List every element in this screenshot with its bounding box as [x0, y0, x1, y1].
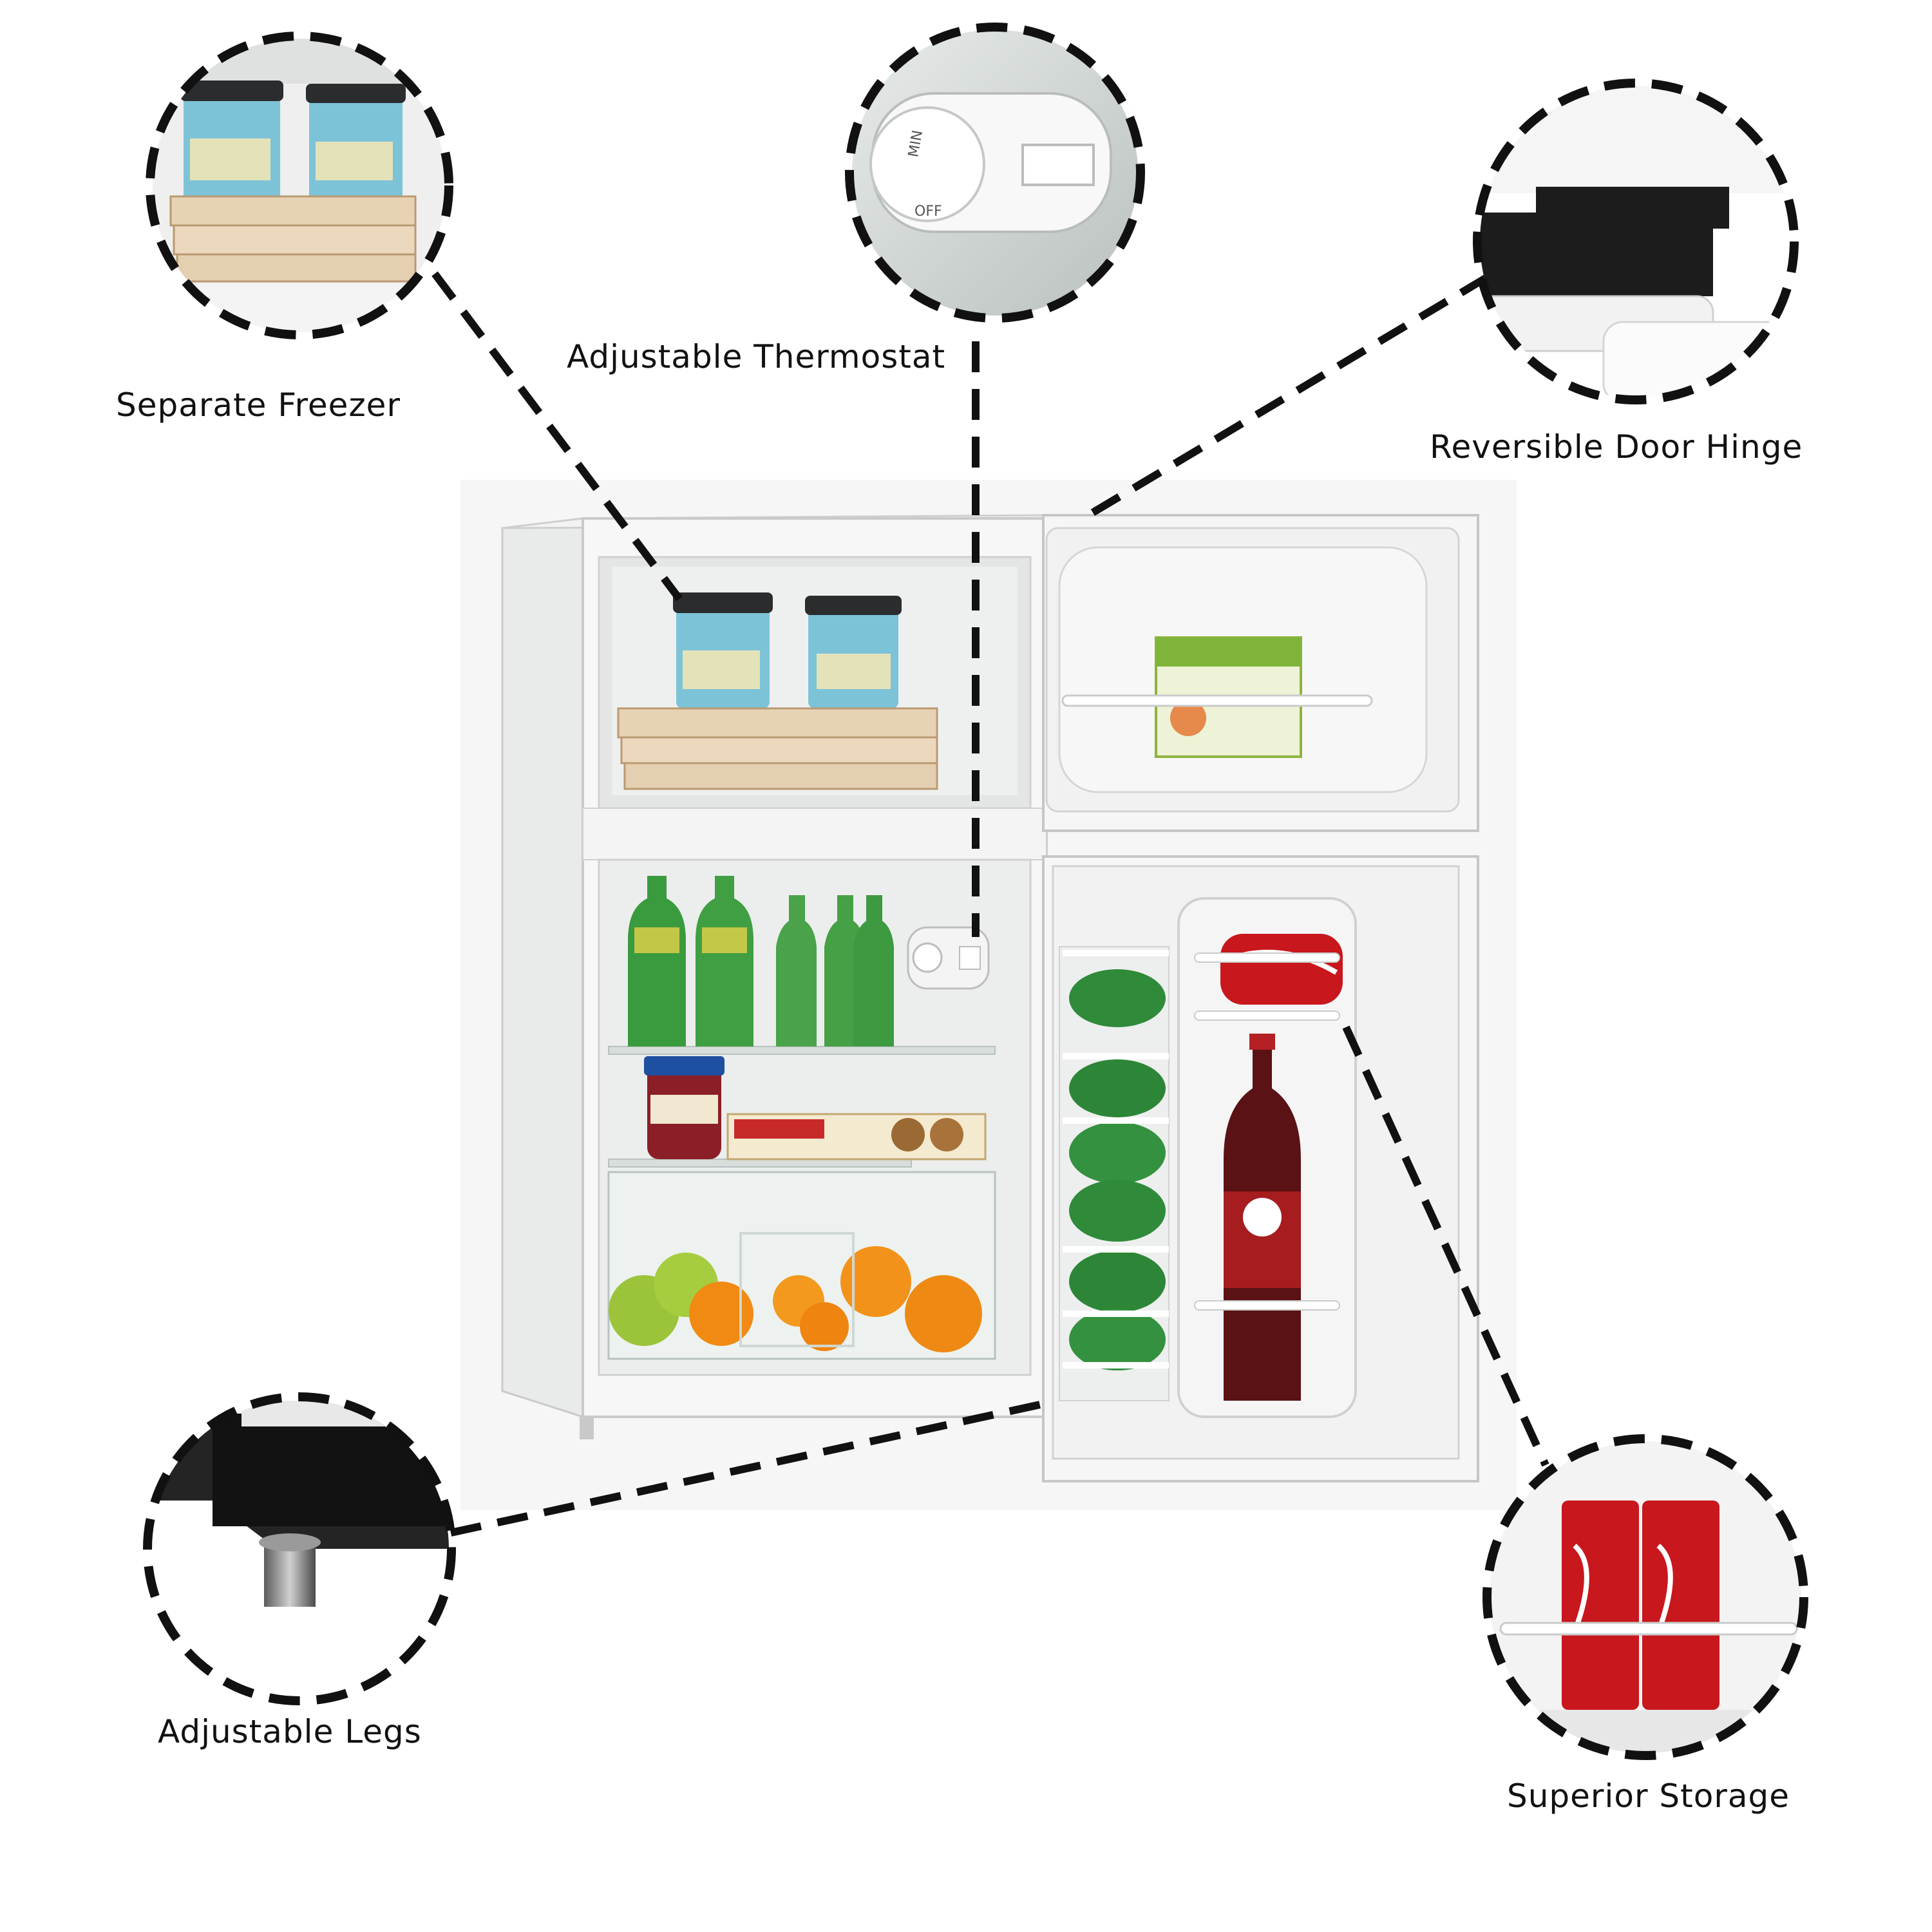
ice-cream-tubs — [673, 592, 902, 708]
green-bottles — [628, 876, 894, 1046]
callout-circle — [146, 32, 453, 339]
callout-freezer — [146, 32, 453, 339]
leader-hinge — [1086, 273, 1490, 519]
leader-freezer — [431, 271, 683, 601]
fridge-door-open — [1042, 855, 1479, 1482]
dial-off-text: OFF — [914, 204, 942, 220]
callout-hinge — [1473, 79, 1799, 404]
crisper-drawer — [607, 1171, 996, 1360]
callout-storage — [1482, 1434, 1808, 1760]
separate-freezer-label: Separate Freezer — [116, 386, 401, 424]
adjustable-thermostat-label: Adjustable Thermostat — [567, 338, 946, 375]
callout-thermostat: MIN OFF — [845, 23, 1145, 323]
callout-legs — [143, 1392, 456, 1705]
superior-storage-label: Superior Storage — [1507, 1777, 1790, 1815]
callout-circle — [143, 1392, 456, 1705]
leg-screw — [264, 1542, 316, 1607]
callout-circle — [1473, 79, 1799, 404]
leader-storage — [1342, 1025, 1549, 1467]
fridge-side-wall — [501, 517, 584, 1419]
callout-circle — [1482, 1434, 1808, 1760]
refrigerator — [501, 514, 1070, 1439]
frozen-food-boxes — [617, 707, 938, 790]
fridge-foot-left — [580, 1417, 594, 1439]
door-bin — [1177, 897, 1357, 1418]
adjustable-legs-label: Adjustable Legs — [158, 1713, 422, 1750]
can-rack — [1059, 946, 1170, 1401]
leader-lines — [431, 271, 1549, 1537]
glass-shelf-middle — [608, 1159, 912, 1168]
glass-shelf-top — [608, 1046, 996, 1055]
jam-jar-and-biscuits — [644, 1056, 987, 1160]
reversible-door-hinge-label: Reversible Door Hinge — [1430, 428, 1803, 466]
thermostat-housing — [907, 926, 990, 990]
callout-circle — [845, 23, 1145, 323]
freezer-door-open — [1042, 514, 1479, 832]
leader-legs — [450, 1400, 1045, 1537]
